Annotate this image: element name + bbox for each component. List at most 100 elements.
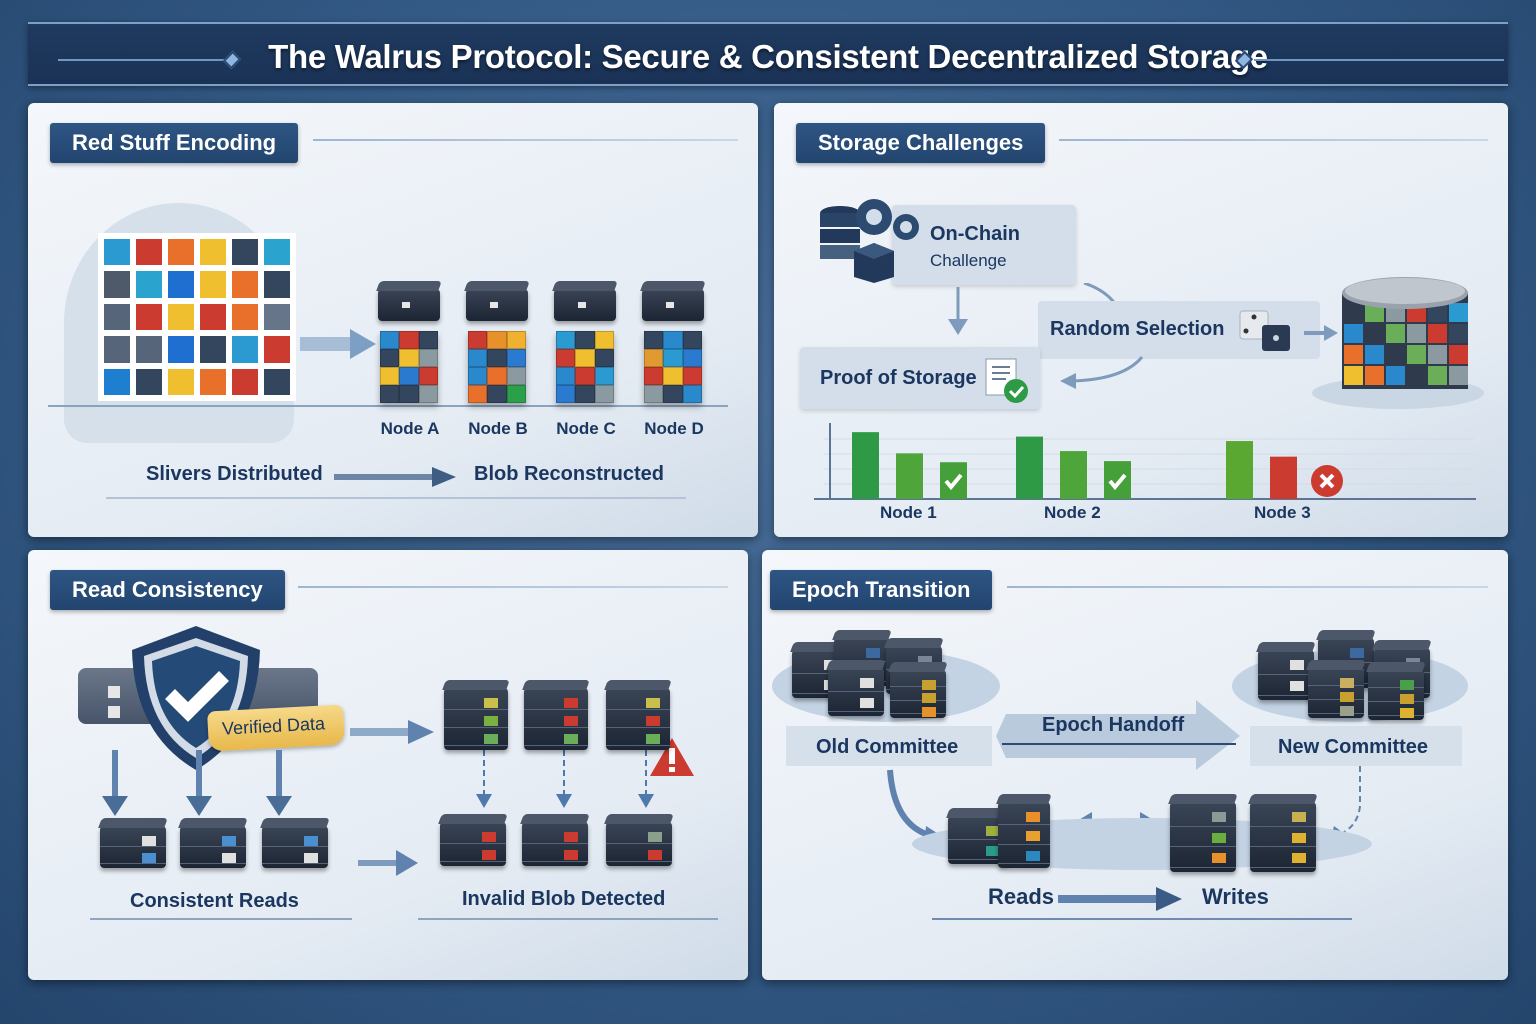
- indicator: [666, 302, 674, 308]
- server-divider: [1308, 699, 1364, 700]
- panel-read-consistency: Read Consistency Verified Data Consisten…: [28, 550, 748, 980]
- document-check-icon: [985, 358, 1028, 403]
- arrow-right-icon: [300, 329, 376, 359]
- sliver-cell: [682, 367, 702, 385]
- panel-title: Storage Challenges: [796, 123, 1046, 163]
- status-light: [646, 716, 660, 726]
- divider: [298, 586, 728, 588]
- sliver-cell: [682, 331, 702, 349]
- bar-bar1: [1226, 441, 1253, 499]
- server-icon: [1308, 668, 1364, 718]
- sliver-cell: [556, 385, 576, 403]
- storage-cylinder: [1312, 277, 1484, 409]
- cylinder-cell: [1386, 366, 1405, 385]
- server-icon: [180, 826, 246, 868]
- status-light: [1292, 832, 1306, 843]
- arrow-right-icon: [358, 850, 418, 876]
- arrow-right-icon: [1304, 325, 1338, 341]
- server-divider: [948, 859, 1010, 860]
- server-divider: [606, 709, 670, 710]
- bar-bar2: [896, 453, 923, 499]
- onchain-subtitle: Challenge: [930, 251, 1007, 270]
- status-light: [1212, 853, 1226, 864]
- sliver-cell: [399, 385, 419, 403]
- status-light: [1026, 850, 1040, 861]
- cylinder-cell: [1344, 345, 1363, 364]
- sliver-cell: [682, 385, 702, 403]
- cylinder-cell: [1365, 324, 1384, 343]
- sliver-cell: [380, 331, 400, 349]
- sliver-cell: [644, 367, 664, 385]
- server-icon: [1368, 670, 1424, 720]
- page-title: The Walrus Protocol: Secure & Consistent…: [268, 38, 1268, 75]
- sliver-cell: [594, 349, 614, 367]
- consistent-reads-label: Consistent Reads: [130, 890, 299, 912]
- cylinder-cell: [1428, 345, 1447, 364]
- server-divider: [606, 843, 672, 844]
- server-divider: [524, 709, 588, 710]
- sliver-cell: [468, 385, 488, 403]
- sliver-cell: [506, 367, 526, 385]
- grid-cell: [232, 368, 258, 395]
- server-divider: [524, 745, 588, 746]
- cylinder-cell: [1407, 324, 1426, 343]
- divider: [1059, 139, 1488, 141]
- status-light: [1026, 812, 1040, 822]
- server-divider: [828, 691, 884, 692]
- sliver-cell: [644, 349, 664, 367]
- status-light: [986, 826, 1000, 836]
- divider: [932, 918, 1352, 920]
- status-light: [1340, 692, 1354, 702]
- server-divider: [998, 824, 1050, 826]
- server-divider: [890, 713, 946, 714]
- status-light: [304, 836, 318, 846]
- grid-cell: [104, 368, 130, 395]
- server-divider: [1170, 867, 1236, 868]
- grid-cell: [136, 368, 162, 395]
- cylinder-cell: [1386, 324, 1405, 343]
- server-divider: [444, 709, 508, 710]
- server-divider: [444, 745, 508, 746]
- grid-cell: [136, 303, 162, 331]
- chart-category-label: Node 1: [880, 503, 937, 522]
- cylinder-cell: [1344, 303, 1363, 322]
- grid-cell: [232, 239, 258, 266]
- indicator: [578, 302, 586, 308]
- writes-label: Writes: [1202, 884, 1269, 909]
- sliver-cell: [468, 349, 488, 367]
- grid-cell: [264, 336, 290, 363]
- invalid-blob-label: Invalid Blob Detected: [462, 888, 666, 910]
- chart-category-label: Node 3: [1254, 503, 1311, 522]
- sliver-cell: [663, 349, 683, 367]
- server-icon: [890, 670, 946, 718]
- sliver-cell: [556, 349, 576, 367]
- grid-cell: [168, 271, 194, 298]
- server-divider: [522, 843, 588, 844]
- server-divider: [1170, 825, 1236, 827]
- sliver-cell: [380, 367, 400, 385]
- grid-cell: [136, 336, 162, 363]
- grid-cell: [264, 303, 290, 331]
- gear-database-icon: [820, 199, 919, 283]
- status-light: [1400, 680, 1414, 690]
- new-committee-box: [1250, 726, 1462, 766]
- baseline: [48, 405, 728, 407]
- cylinder-cell: [1365, 366, 1384, 385]
- old-committee-label: Old Committee: [816, 736, 959, 758]
- warning-icon: [650, 738, 694, 776]
- server-icon: [524, 688, 588, 750]
- grid-cell: [104, 303, 130, 331]
- node-label: Node C: [556, 419, 616, 438]
- server-divider: [262, 846, 328, 847]
- server-divider: [180, 846, 246, 847]
- sliver-cell: [575, 331, 595, 349]
- sliver-cell: [682, 349, 702, 367]
- sliver-cell: [487, 385, 507, 403]
- server-icon: [828, 668, 884, 716]
- server-icon: [262, 826, 328, 868]
- server-icon: [440, 822, 506, 866]
- cylinder-cell: [1449, 303, 1468, 322]
- sliver-cell: [468, 331, 488, 349]
- indicator: [402, 302, 410, 308]
- sliver-cell: [399, 331, 419, 349]
